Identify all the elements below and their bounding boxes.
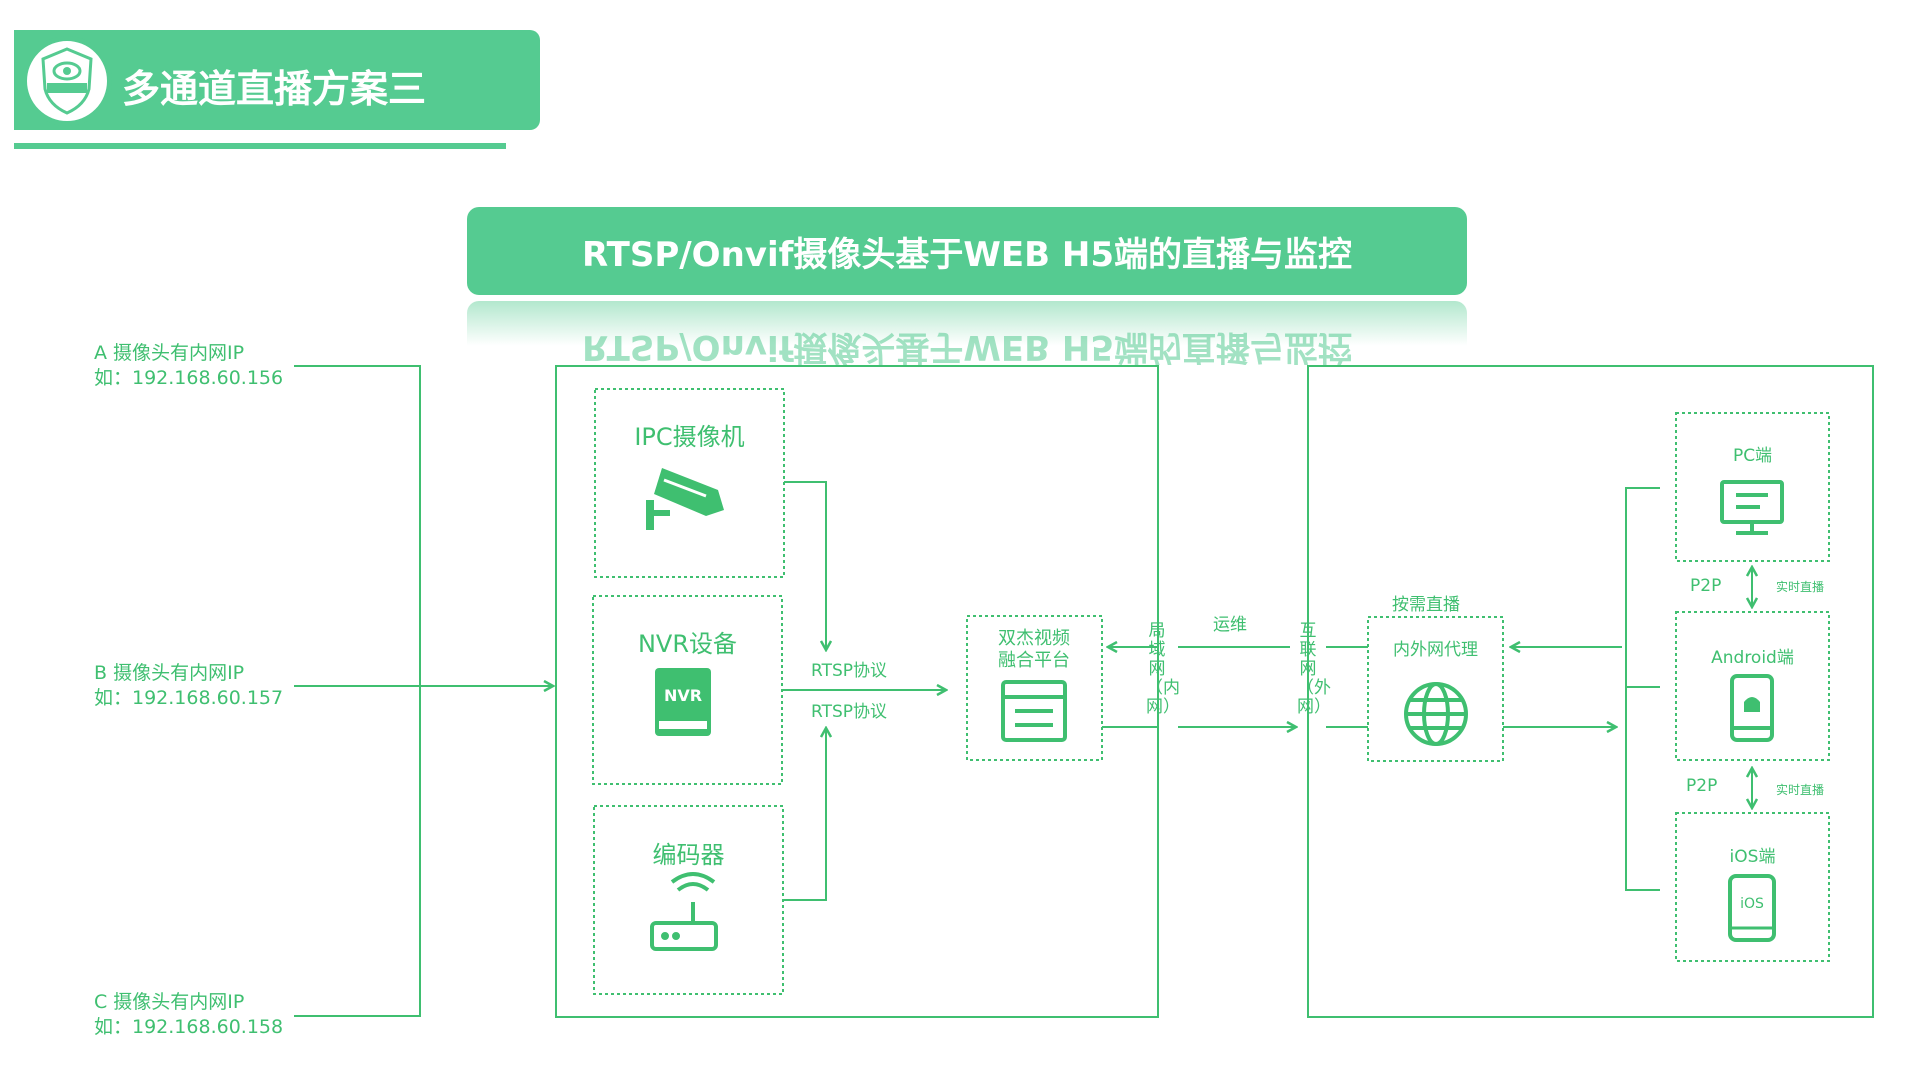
- pc-box: [1675, 412, 1830, 562]
- lan-label: 局域网（内网）: [1146, 621, 1180, 717]
- monitor-icon: [1720, 480, 1784, 535]
- nvr-icon: [655, 668, 711, 736]
- rtsp-label-1: RTSP协议: [811, 661, 888, 681]
- source-devices-box: [555, 365, 1159, 1018]
- network-clients-box: [1307, 365, 1874, 1018]
- camera-a-name: A 摄像头有内网IP: [94, 342, 245, 364]
- ios-label: iOS端: [1729, 847, 1776, 867]
- live-label-2: 实时直播: [1776, 783, 1825, 797]
- on-demand-label: 按需直播: [1392, 595, 1460, 615]
- android-box: [1675, 611, 1830, 761]
- clients-bus: [1625, 487, 1660, 891]
- platform-label: 双杰视频 融合平台: [974, 628, 1094, 672]
- ios-box: [1675, 812, 1830, 962]
- android-label: Android端: [1711, 648, 1794, 668]
- camera-b-ip: 如：192.168.60.157: [94, 687, 284, 709]
- camera-c-name: C 摄像头有内网IP: [94, 991, 245, 1013]
- nvr-badge: NVR: [663, 686, 703, 705]
- pc-label: PC端: [1732, 446, 1773, 466]
- ios-phone-icon: [1728, 874, 1776, 942]
- camera-c-ip: 如：192.168.60.158: [94, 1016, 284, 1038]
- server-icon: [1001, 680, 1067, 742]
- camera-b-name: B 摄像头有内网IP: [94, 662, 245, 684]
- live-label-1: 实时直播: [1776, 580, 1825, 594]
- ipc-label: IPC摄像机: [634, 423, 745, 451]
- camera-b-label: B 摄像头有内网IP 如：192.168.60.157: [94, 661, 283, 711]
- nvr-label: NVR设备: [637, 630, 738, 658]
- logo: [22, 36, 112, 126]
- encoder-rtsp-arrow: [783, 728, 826, 901]
- router-icon: [650, 872, 718, 951]
- ipc-rtsp-arrow: [784, 481, 826, 650]
- camera-a-ip: 如：192.168.60.156: [94, 367, 284, 389]
- proxy-label: 内外网代理: [1393, 640, 1478, 660]
- camera-a-label: A 摄像头有内网IP 如：192.168.60.156: [94, 341, 283, 391]
- diagram-title: RTSP/Onvif摄像头基于WEB H5端的直播与监控: [467, 207, 1467, 295]
- ios-badge: iOS: [1740, 896, 1764, 912]
- platform-line-1: 双杰视频: [998, 628, 1070, 649]
- ops-label: 运维: [1213, 615, 1247, 635]
- header-underline: [14, 143, 506, 149]
- diagram-title-reflection: RTSP/Onvif摄像头基于WEB H5端的直播与监控: [467, 301, 1467, 365]
- platform-box: [966, 615, 1103, 761]
- android-phone-icon: [1730, 674, 1774, 742]
- p2p-label-2: P2P: [1686, 776, 1718, 796]
- camera-c-label: C 摄像头有内网IP 如：192.168.60.158: [94, 990, 283, 1040]
- globe-icon: [1404, 682, 1468, 746]
- p2p-label-1: P2P: [1690, 576, 1722, 596]
- platform-line-2: 融合平台: [998, 650, 1070, 671]
- camera-a-line: [294, 365, 421, 1017]
- wan-label: 互联网（外网）: [1297, 621, 1331, 717]
- cctv-camera-icon: [646, 468, 724, 530]
- encoder-label: 编码器: [652, 841, 725, 869]
- page-title: 多通道直播方案三: [122, 67, 427, 111]
- proxy-box: [1367, 616, 1504, 762]
- logo-shield-icon: [41, 47, 93, 115]
- rtsp-label-2: RTSP协议: [811, 702, 888, 722]
